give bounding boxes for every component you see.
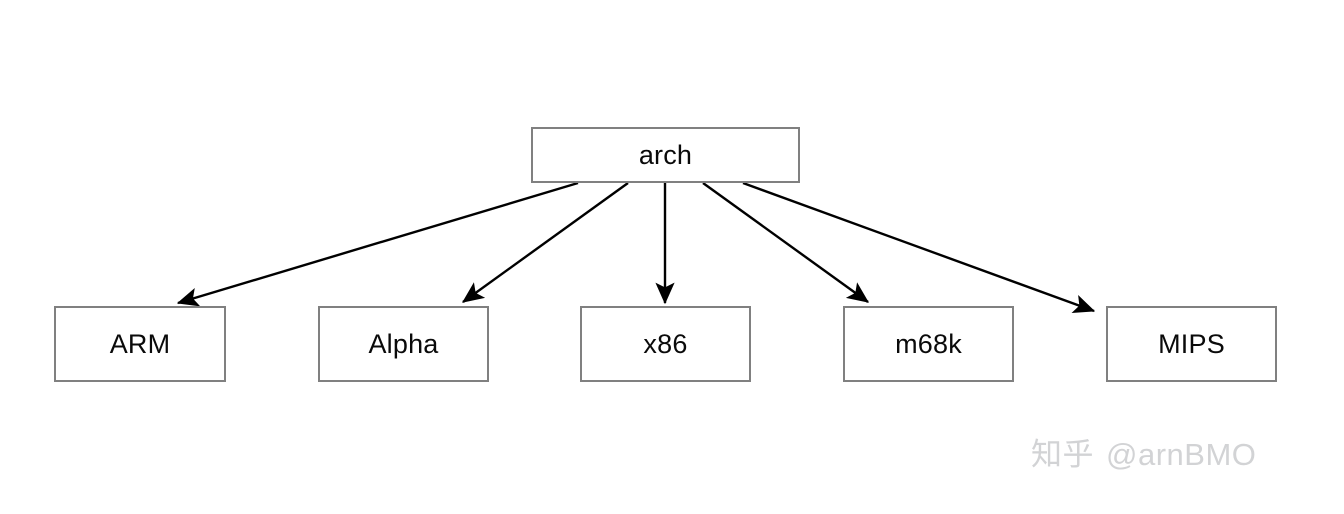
zhihu-watermark: 知乎 @arnBMO: [1031, 435, 1256, 475]
node-m68k-label: m68k: [895, 328, 962, 359]
node-arm[interactable]: ARM: [54, 306, 226, 382]
zhihu-logo-text: 知乎: [1031, 437, 1094, 472]
node-m68k[interactable]: m68k: [843, 306, 1014, 382]
node-mips[interactable]: MIPS: [1106, 306, 1277, 382]
node-arm-label: ARM: [109, 328, 171, 359]
edge-arch-m68k: [702, 182, 869, 303]
node-arch-label: arch: [638, 139, 693, 170]
node-x86[interactable]: x86: [580, 306, 751, 382]
edge-arch-alpha: [462, 182, 629, 303]
node-arch[interactable]: arch: [531, 127, 800, 183]
edge-arch-mips: [742, 181, 1096, 314]
edge-arch-arm: [176, 181, 579, 307]
node-x86-label: x86: [643, 328, 688, 359]
node-alpha-label: Alpha: [368, 328, 439, 359]
watermark-handle: @arnBMO: [1106, 437, 1257, 472]
node-mips-label: MIPS: [1158, 328, 1225, 359]
node-alpha[interactable]: Alpha: [318, 306, 489, 382]
